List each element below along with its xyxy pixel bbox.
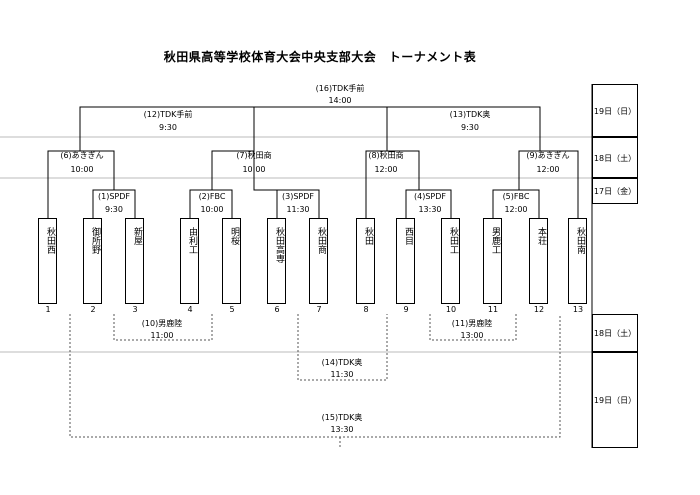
match-6-label: (6)あきぎん — [60, 151, 104, 160]
team-box: 新屋 — [125, 218, 144, 304]
match-10-time: 11:00 — [150, 331, 174, 340]
team-seed: 12 — [533, 305, 545, 314]
match-1-label: (1)SPDF — [98, 192, 130, 201]
team-seed: 8 — [363, 305, 369, 314]
team-box: 由利工 — [180, 218, 199, 304]
team-name: 男鹿工 — [490, 227, 500, 254]
match-15-label: (15)TDK奥 — [321, 413, 363, 422]
team-box: 秋田西 — [38, 218, 57, 304]
match-4-time: 13:30 — [418, 205, 442, 214]
team-seed: 1 — [45, 305, 51, 314]
match-3-label: (3)SPDF — [282, 192, 314, 201]
team-name: 秋田南 — [575, 227, 585, 254]
team-name: 由利工 — [187, 227, 197, 254]
match-14-time: 11:30 — [330, 370, 354, 379]
team-name: 本荘 — [536, 227, 546, 245]
match-11-time: 13:00 — [460, 331, 484, 340]
team-box: 秋田高専 — [267, 218, 286, 304]
day-label: 19日（日） — [592, 352, 638, 448]
team-box: 秋田商 — [309, 218, 328, 304]
team-seed: 4 — [187, 305, 193, 314]
day-label: 18日（土） — [592, 314, 638, 352]
match-2-time: 10:00 — [200, 205, 224, 214]
team-box: 西目 — [396, 218, 415, 304]
match-12-time: 9:30 — [159, 123, 177, 132]
match-2-label: (2)FBC — [198, 192, 226, 201]
match-6-time: 10:00 — [70, 165, 94, 174]
match-7-label: (7)秋田商 — [236, 151, 272, 160]
match-1-time: 9:30 — [105, 205, 123, 214]
match-7-time: 10:00 — [242, 165, 266, 174]
match-16-time: 14:00 — [328, 96, 352, 105]
match-9-time: 12:00 — [536, 165, 560, 174]
team-name: 秋田 — [363, 227, 373, 245]
match-13-time: 9:30 — [461, 123, 479, 132]
team-box: 秋田 — [356, 218, 375, 304]
team-name: 明桜 — [229, 227, 239, 245]
match-5-time: 12:00 — [504, 205, 528, 214]
day-label: 18日（土） — [592, 137, 638, 178]
team-name: 秋田工 — [448, 227, 458, 254]
team-seed: 5 — [229, 305, 235, 314]
match-14-label: (14)TDK奥 — [321, 358, 363, 367]
team-name: 新屋 — [132, 227, 142, 245]
match-3-time: 11:30 — [286, 205, 310, 214]
team-box: 秋田南 — [568, 218, 587, 304]
team-seed: 7 — [316, 305, 322, 314]
team-box: 明桜 — [222, 218, 241, 304]
team-seed: 11 — [487, 305, 499, 314]
match-4-label: (4)SPDF — [414, 192, 446, 201]
match-5-label: (5)FBC — [502, 192, 530, 201]
team-name: 秋田西 — [45, 227, 55, 254]
team-name: 御所野 — [90, 227, 100, 254]
team-name: 西目 — [403, 227, 413, 245]
team-seed: 6 — [274, 305, 280, 314]
team-seed: 13 — [572, 305, 584, 314]
team-box: 秋田工 — [441, 218, 460, 304]
team-seed: 10 — [445, 305, 457, 314]
page-title: 秋田県高等学校体育大会中央支部大会 トーナメント表 — [163, 50, 477, 64]
match-12-label: (12)TDK手前 — [143, 110, 193, 119]
match-16-label: (16)TDK手前 — [315, 84, 365, 93]
match-8-time: 12:00 — [374, 165, 398, 174]
team-seed: 9 — [403, 305, 409, 314]
match-11-label: (11)男鹿陸 — [451, 319, 493, 328]
team-seed: 2 — [90, 305, 96, 314]
team-box: 本荘 — [529, 218, 548, 304]
match-9-label: (9)あきぎん — [526, 151, 570, 160]
day-label: 17日（金） — [592, 178, 638, 204]
match-10-label: (10)男鹿陸 — [141, 319, 183, 328]
team-name: 秋田高専 — [274, 227, 284, 263]
team-name: 秋田商 — [316, 227, 326, 254]
day-label: 19日（日） — [592, 84, 638, 137]
match-15-time: 13:30 — [330, 425, 354, 434]
match-8-label: (8)秋田商 — [368, 151, 404, 160]
match-13-label: (13)TDK奥 — [449, 110, 491, 119]
team-seed: 3 — [132, 305, 138, 314]
team-box: 御所野 — [83, 218, 102, 304]
team-box: 男鹿工 — [483, 218, 502, 304]
